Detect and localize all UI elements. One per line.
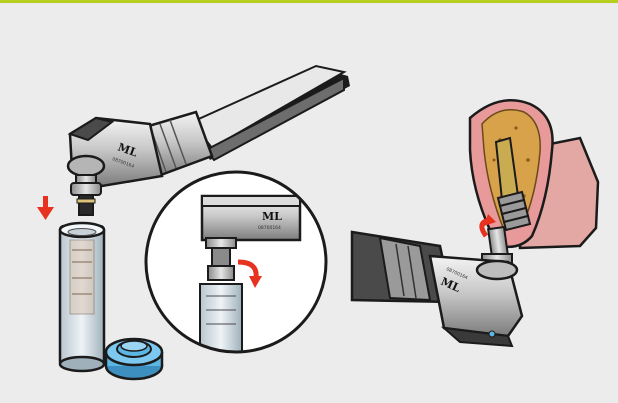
- zoom-inset: ML 08700164: [146, 172, 326, 354]
- vial-cap: [106, 339, 162, 379]
- down-arrow-icon: [37, 196, 54, 220]
- inset-serial: 08700164: [258, 225, 281, 231]
- handpiece-right: ML 08700164: [352, 227, 522, 346]
- implant-vial: [60, 223, 104, 371]
- gum-bone-section: [470, 100, 598, 248]
- inset-brand: ML: [262, 210, 282, 223]
